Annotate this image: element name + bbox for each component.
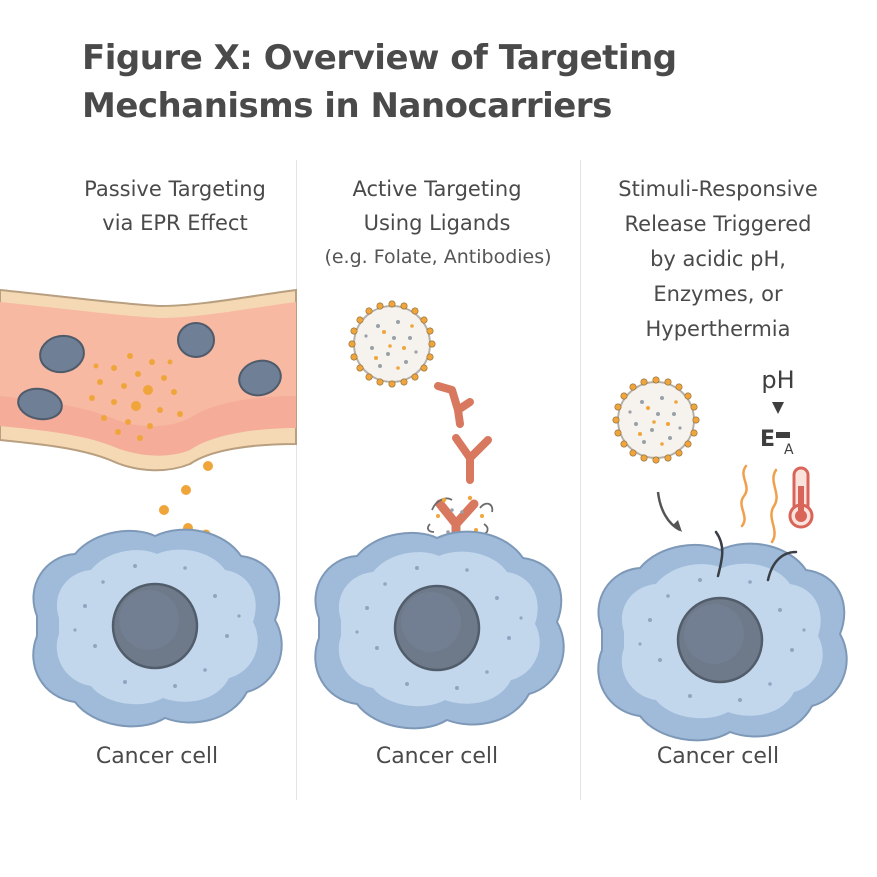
active-targeting-title: Active Targeting Using Ligands — [292, 172, 582, 240]
figure-title: Figure X: Overview of Targeting Mechanis… — [82, 34, 842, 130]
down-triangle-icon — [772, 402, 784, 414]
stimuli-title-line-3: by acidic pH, — [650, 247, 786, 271]
passive-targeting-title: Passive Targeting via EPR Effect — [30, 172, 320, 240]
active-title-line-1: Active Targeting — [352, 177, 522, 201]
ph-stimulus: pH — [761, 366, 795, 414]
figure-title-line-2: Mechanisms in Nanocarriers — [82, 86, 612, 126]
blood-vessel — [0, 288, 297, 472]
red-blood-cells — [17, 322, 282, 421]
stimuli-title-line-2: Release Triggered — [624, 212, 812, 236]
antibody-ligand-2 — [452, 434, 492, 484]
heat-waves-icon — [740, 464, 798, 544]
enzyme-subscript: A — [784, 442, 794, 458]
cancer-cell-label-passive: Cancer cell — [95, 744, 219, 769]
cancer-cell-active — [314, 530, 565, 730]
enzyme-glyph — [776, 432, 790, 438]
nanocarrier-stimuli — [611, 375, 701, 465]
cancer-cell-label-active: Cancer cell — [375, 744, 499, 769]
extravasated-nanoparticles — [159, 461, 213, 539]
nanocarrier-active — [347, 299, 437, 389]
cancer-cell-stimuli — [597, 542, 848, 742]
enzyme-label: E — [760, 427, 775, 452]
ph-label: pH — [761, 366, 794, 394]
active-title-line-2: Using Ligands — [363, 211, 511, 235]
stimuli-title-line-4: Enzymes, or — [653, 282, 783, 306]
membrane-pores — [714, 530, 798, 582]
passive-title-line-1: Passive Targeting — [84, 177, 266, 201]
stimuli-responsive-title: Stimuli-Responsive Release Triggered by … — [572, 172, 864, 347]
panel-divider-1 — [296, 160, 297, 800]
stimuli-title-line-5: Hyperthermia — [645, 317, 791, 341]
antibody-ligand-1 — [434, 382, 474, 428]
cancer-cell-passive — [32, 528, 283, 728]
nanoparticles-in-vessel — [89, 353, 183, 441]
active-targeting-subtitle: (e.g. Folate, Antibodies) — [324, 246, 552, 268]
panel-divider-2 — [580, 160, 581, 800]
cancer-cell-label-stimuli: Cancer cell — [656, 744, 780, 769]
release-arrow-head — [672, 520, 682, 532]
enzyme-stimulus: E A — [760, 427, 794, 458]
thermometer-icon — [788, 466, 814, 529]
stimuli-title-line-1: Stimuli-Responsive — [618, 177, 818, 201]
passive-title-line-2: via EPR Effect — [102, 211, 248, 235]
figure-title-line-1: Figure X: Overview of Targeting — [82, 38, 677, 78]
